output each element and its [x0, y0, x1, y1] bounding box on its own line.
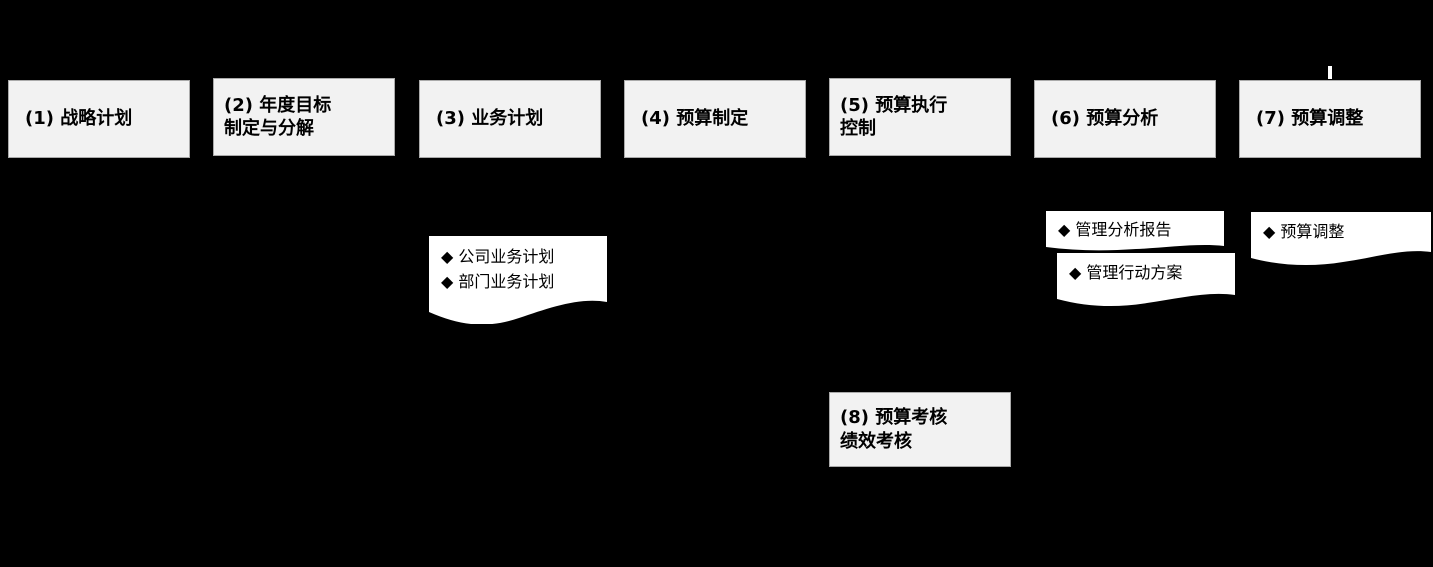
process-box-label: (6) 预算分析	[1051, 108, 1159, 130]
document-text: ◆ 公司业务计划 ◆ 部门业务计划	[429, 236, 607, 295]
process-box-5-budget-execution-control: (5) 预算执行 控制	[829, 78, 1011, 156]
doc-item: ◆ 部门业务计划	[441, 271, 555, 291]
document-shape	[429, 236, 607, 324]
process-box-label: (2) 年度目标 制定与分解	[224, 94, 332, 139]
document-text: ◆ 管理行动方案	[1057, 253, 1235, 286]
process-box-8-budget-assessment: (8) 预算考核 绩效考核	[829, 392, 1011, 467]
process-box-label: (3) 业务计划	[436, 108, 544, 130]
document-shape	[1057, 253, 1235, 307]
connector-fragment	[1328, 66, 1332, 79]
process-box-4-budget-formulation: (4) 预算制定	[624, 80, 806, 158]
process-box-label: (4) 预算制定	[641, 108, 749, 130]
doc-item: ◆ 管理分析报告	[1058, 220, 1172, 239]
process-box-3-business-plan: (3) 业务计划	[419, 80, 601, 158]
doc-item: ◆ 公司业务计划	[441, 247, 555, 266]
doc-item: ◆ 预算调整	[1263, 222, 1345, 241]
process-box-label: (8) 预算考核 绩效考核	[840, 407, 948, 452]
process-box-1-strategic-plan: (1) 战略计划	[8, 80, 190, 158]
document-text: ◆ 管理分析报告	[1046, 211, 1224, 243]
document-management-analysis-report: ◆ 管理分析报告	[1046, 211, 1224, 253]
process-box-2-annual-goals: (2) 年度目标 制定与分解	[213, 78, 395, 156]
process-box-label: (1) 战略计划	[25, 108, 133, 130]
process-box-7-budget-adjustment: (7) 预算调整	[1239, 80, 1421, 158]
document-shape	[1046, 211, 1224, 251]
process-box-6-budget-analysis: (6) 预算分析	[1034, 80, 1216, 158]
document-shape	[1251, 212, 1431, 266]
process-box-label: (5) 预算执行 控制	[840, 94, 948, 139]
document-text: ◆ 预算调整	[1251, 212, 1431, 245]
document-business-plans: ◆ 公司业务计划 ◆ 部门业务计划	[429, 236, 607, 324]
document-budget-adjustment: ◆ 预算调整	[1251, 212, 1431, 268]
doc-item: ◆ 管理行动方案	[1069, 263, 1183, 282]
document-management-action-plan: ◆ 管理行动方案	[1057, 253, 1235, 309]
process-box-label: (7) 预算调整	[1256, 108, 1364, 130]
